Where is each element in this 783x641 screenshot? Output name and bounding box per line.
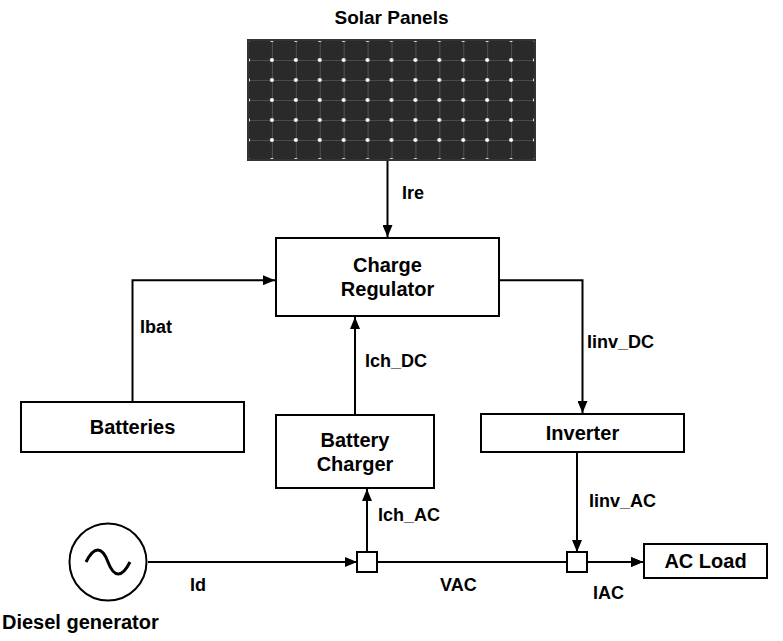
heading-label: Diesel generator: [2, 610, 159, 634]
process-box: Inverter: [480, 413, 685, 453]
heading-label: Solar Panels: [248, 7, 535, 30]
junction-box: [567, 552, 587, 572]
process-box: Battery Charger: [275, 414, 435, 489]
current-label: Ibat: [140, 318, 172, 338]
signal-label: VAC: [440, 576, 477, 596]
current-label: Iinv_DC: [587, 333, 654, 353]
generator-circle: Diesel generator: [68, 522, 148, 602]
box-label: Batteries: [90, 415, 176, 439]
current-arrow: [148, 489, 367, 562]
current-arrow: [500, 280, 583, 413]
current-label: IAC: [593, 584, 624, 604]
box-label: Charge Regulator: [323, 253, 453, 301]
solar-panel-art: [248, 40, 535, 160]
current-label: Iinv_AC: [589, 492, 656, 512]
current-label: Ich_AC: [378, 506, 440, 526]
box-label: Battery Charger: [300, 428, 410, 476]
arrow-head: [345, 557, 357, 567]
process-box: Charge Regulator: [275, 237, 500, 317]
process-box: Batteries: [20, 401, 245, 453]
current-arrow: [387, 160, 389, 237]
junction-box: [357, 552, 377, 572]
process-box: AC Load: [643, 543, 768, 579]
current-label: Ich_DC: [365, 352, 427, 372]
current-label: Ire: [402, 184, 424, 204]
solar-panel: Solar Panels: [248, 40, 535, 160]
box-label: Inverter: [546, 421, 619, 445]
signal-label: Id: [190, 576, 206, 596]
current-arrow: [354, 317, 356, 414]
current-arrow: [133, 280, 276, 401]
box-label: AC Load: [664, 549, 746, 573]
arrow-head: [572, 540, 582, 552]
generator-symbol: [68, 522, 148, 602]
